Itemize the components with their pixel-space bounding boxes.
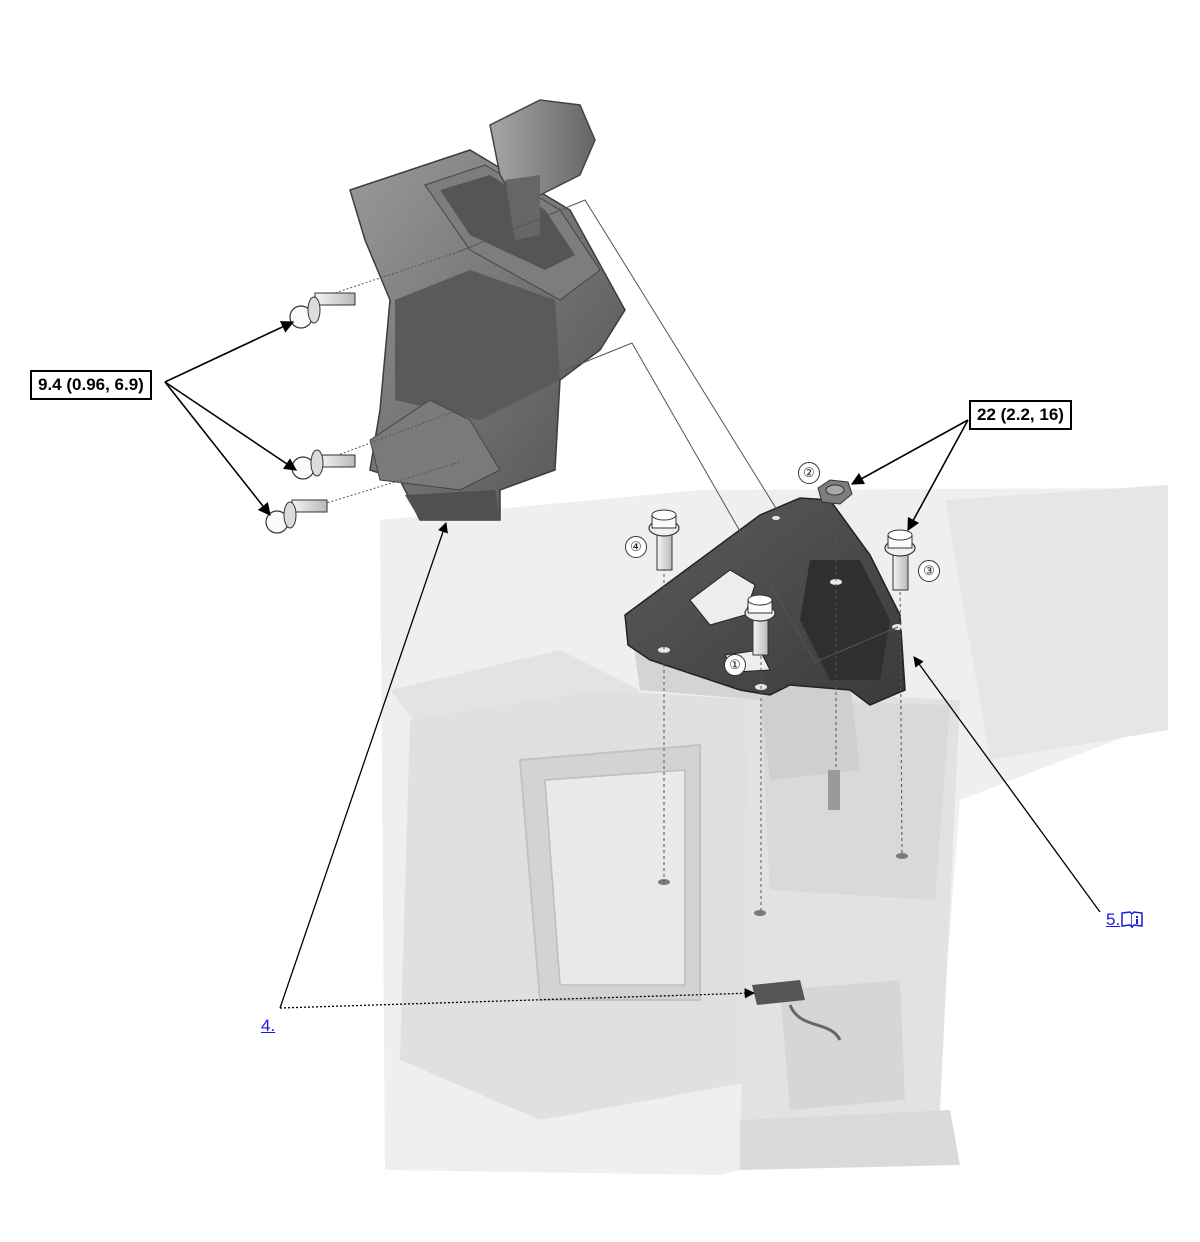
bracket-nut-2 [817,479,853,505]
bracket-bolt-1 [744,594,776,656]
step-4-link[interactable]: 4. [261,1016,276,1035]
shifter-bolt [265,499,328,534]
shifter-bolt [291,449,356,480]
step-5-label: 5. [1106,910,1121,929]
fastener-number-3: ③ [918,560,940,582]
step-leaders [279,522,1101,1009]
fastener-number-4: ④ [625,536,647,558]
fastener-number-2: ② [798,462,820,484]
bracket-bolt-3 [884,529,916,591]
book-info-icon [1121,911,1143,928]
torque-spec-bracket-fasteners: 22 (2.2, 16) [969,400,1072,430]
torque-spec-shifter-bolts: 9.4 (0.96, 6.9) [30,370,152,400]
shift-lever-assembly [349,99,626,521]
fastener-number-1: ① [724,654,746,676]
alignment-lines [319,199,903,913]
console-background [380,485,1168,1175]
bracket-bolt-4 [648,509,680,571]
torque-leaders [164,321,969,532]
shifter-bolt [289,292,356,329]
step-5-link[interactable]: 5. [1106,910,1143,930]
